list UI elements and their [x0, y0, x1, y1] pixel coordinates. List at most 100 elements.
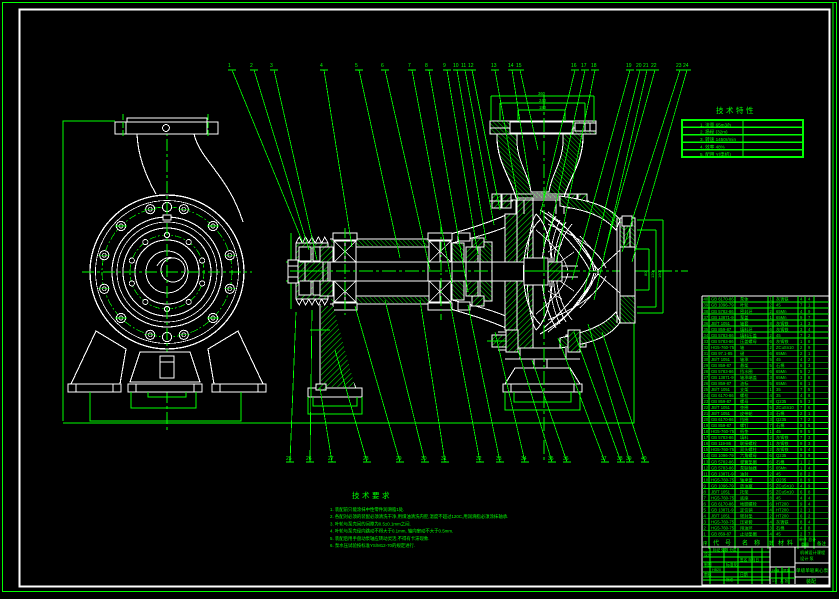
svg-text:5: 5 [770, 381, 773, 386]
svg-text:3: 3 [770, 411, 773, 416]
svg-text:石棉: 石棉 [776, 458, 784, 465]
svg-text:3: 3 [770, 526, 773, 531]
svg-text:9: 9 [800, 315, 803, 320]
svg-text:45: 45 [776, 357, 781, 362]
svg-text:35: 35 [776, 387, 781, 392]
svg-text:HG5-760-75: HG5-760-75 [711, 477, 735, 482]
svg-text:25: 25 [286, 456, 292, 462]
svg-text:螺栓: 螺栓 [740, 392, 749, 399]
svg-text:双头螺柱: 双头螺柱 [740, 446, 758, 453]
svg-text:油标: 油标 [740, 380, 748, 387]
svg-text:批准: 批准 [726, 577, 734, 582]
svg-text:8: 8 [808, 375, 811, 380]
svg-text:JB/T 1051: JB/T 1051 [711, 513, 731, 518]
svg-text:5: 5 [355, 63, 358, 69]
svg-text:1: 1 [808, 411, 811, 416]
svg-text:3: 3 [770, 477, 773, 482]
svg-text:8: 8 [425, 63, 428, 69]
svg-text:22: 22 [651, 63, 657, 69]
svg-text:45: 45 [776, 333, 781, 338]
svg-text:2. 扬程 (32m): 2. 扬程 (32m) [700, 129, 728, 136]
svg-text:2: 2 [770, 447, 773, 452]
svg-text:5: 5 [770, 465, 773, 470]
svg-text:6: 6 [770, 501, 773, 506]
svg-text:放油塞: 放油塞 [740, 482, 753, 489]
svg-text:标准化: 标准化 [726, 562, 738, 567]
svg-text:螺钉: 螺钉 [740, 422, 749, 429]
svg-text:17: 17 [581, 63, 587, 69]
svg-text:GB 859-87: GB 859-87 [711, 423, 732, 428]
svg-text:36: 36 [704, 321, 709, 326]
svg-text:4: 4 [770, 532, 773, 537]
svg-text:5: 5 [770, 363, 773, 368]
svg-text:6: 6 [808, 405, 811, 410]
svg-text:65Mn: 65Mn [776, 465, 787, 470]
svg-text:25: 25 [704, 387, 709, 392]
svg-text:底座: 底座 [740, 494, 748, 501]
svg-text:HT200: HT200 [776, 501, 789, 506]
svg-text:3: 3 [808, 435, 811, 440]
svg-text:45: 45 [776, 471, 781, 476]
svg-text:1: 1 [800, 465, 803, 470]
svg-text:38: 38 [617, 456, 623, 462]
svg-text:2: 2 [250, 63, 253, 69]
svg-text:序: 序 [703, 540, 708, 547]
svg-text:19: 19 [626, 63, 632, 69]
svg-text:重量: 重量 [801, 541, 809, 547]
svg-text:22: 22 [704, 405, 709, 410]
svg-text:7: 7 [408, 63, 411, 69]
svg-text:定位销: 定位销 [740, 506, 753, 513]
svg-text:HG5-760-75: HG5-760-75 [711, 429, 735, 434]
svg-text:2: 2 [808, 417, 811, 422]
svg-text:共 张: 共 张 [780, 578, 789, 583]
svg-text:地脚螺栓: 地脚螺栓 [740, 500, 758, 507]
svg-text:1. 流量 65m3/h: 1. 流量 65m3/h [700, 121, 731, 128]
svg-text:备注: 备注 [817, 540, 826, 547]
svg-text:甩油环: 甩油环 [740, 525, 753, 532]
svg-text:9: 9 [808, 453, 811, 458]
svg-text:36: 36 [563, 456, 569, 462]
svg-text:六角螺母: 六角螺母 [740, 452, 757, 459]
svg-text:4: 4 [808, 465, 811, 470]
svg-text:9: 9 [800, 423, 803, 428]
svg-text:4: 4 [808, 447, 811, 452]
svg-text:2: 2 [808, 369, 811, 374]
svg-text:GB 859-87: GB 859-87 [711, 327, 732, 332]
svg-text:签名 年月日: 签名 年月日 [740, 557, 759, 562]
svg-text:26: 26 [306, 456, 312, 462]
svg-text:GB 6170-86: GB 6170-86 [711, 417, 734, 422]
svg-text:3: 3 [270, 63, 273, 69]
svg-text:质量: 质量 [783, 568, 791, 573]
svg-text:1. 装配前只能涂抹中性零件润滑脂1处.: 1. 装配前只能涂抹中性零件润滑脂1处. [330, 506, 404, 513]
svg-text:32: 32 [476, 456, 482, 462]
svg-text:4: 4 [800, 309, 803, 314]
svg-text:GB 5783-86: GB 5783-86 [711, 333, 734, 338]
svg-text:材料: 材料 [778, 539, 796, 547]
svg-text:14: 14 [704, 453, 709, 458]
svg-text:1: 1 [808, 507, 811, 512]
svg-text:24: 24 [683, 63, 689, 69]
svg-text:17: 17 [704, 435, 709, 440]
svg-text:14: 14 [508, 63, 514, 69]
svg-text:Q235: Q235 [776, 453, 787, 458]
svg-text:3: 3 [800, 327, 803, 332]
svg-text:45: 45 [776, 495, 781, 500]
svg-text:GB 13871-9: GB 13871-9 [711, 375, 734, 380]
svg-text:灰铸铁: 灰铸铁 [776, 434, 789, 441]
svg-text:20: 20 [636, 63, 642, 69]
svg-text:32: 32 [704, 345, 709, 350]
svg-text:GB 6170-86: GB 6170-86 [711, 501, 734, 506]
svg-text:9: 9 [800, 501, 803, 506]
svg-text:4: 4 [320, 63, 323, 69]
svg-text:HG5-760-75: HG5-760-75 [711, 495, 735, 500]
svg-text:1: 1 [800, 339, 803, 344]
svg-text:HB20: HB20 [712, 568, 721, 572]
svg-text:石棉: 石棉 [776, 362, 784, 369]
svg-text:Q235: Q235 [776, 477, 787, 482]
svg-text:35: 35 [548, 456, 554, 462]
svg-text:39: 39 [704, 303, 709, 308]
svg-text:HG5-760-75: HG5-760-75 [711, 526, 735, 531]
svg-text:5: 5 [800, 369, 803, 374]
svg-text:5: 5 [808, 429, 811, 434]
svg-text:6: 6 [800, 513, 803, 518]
